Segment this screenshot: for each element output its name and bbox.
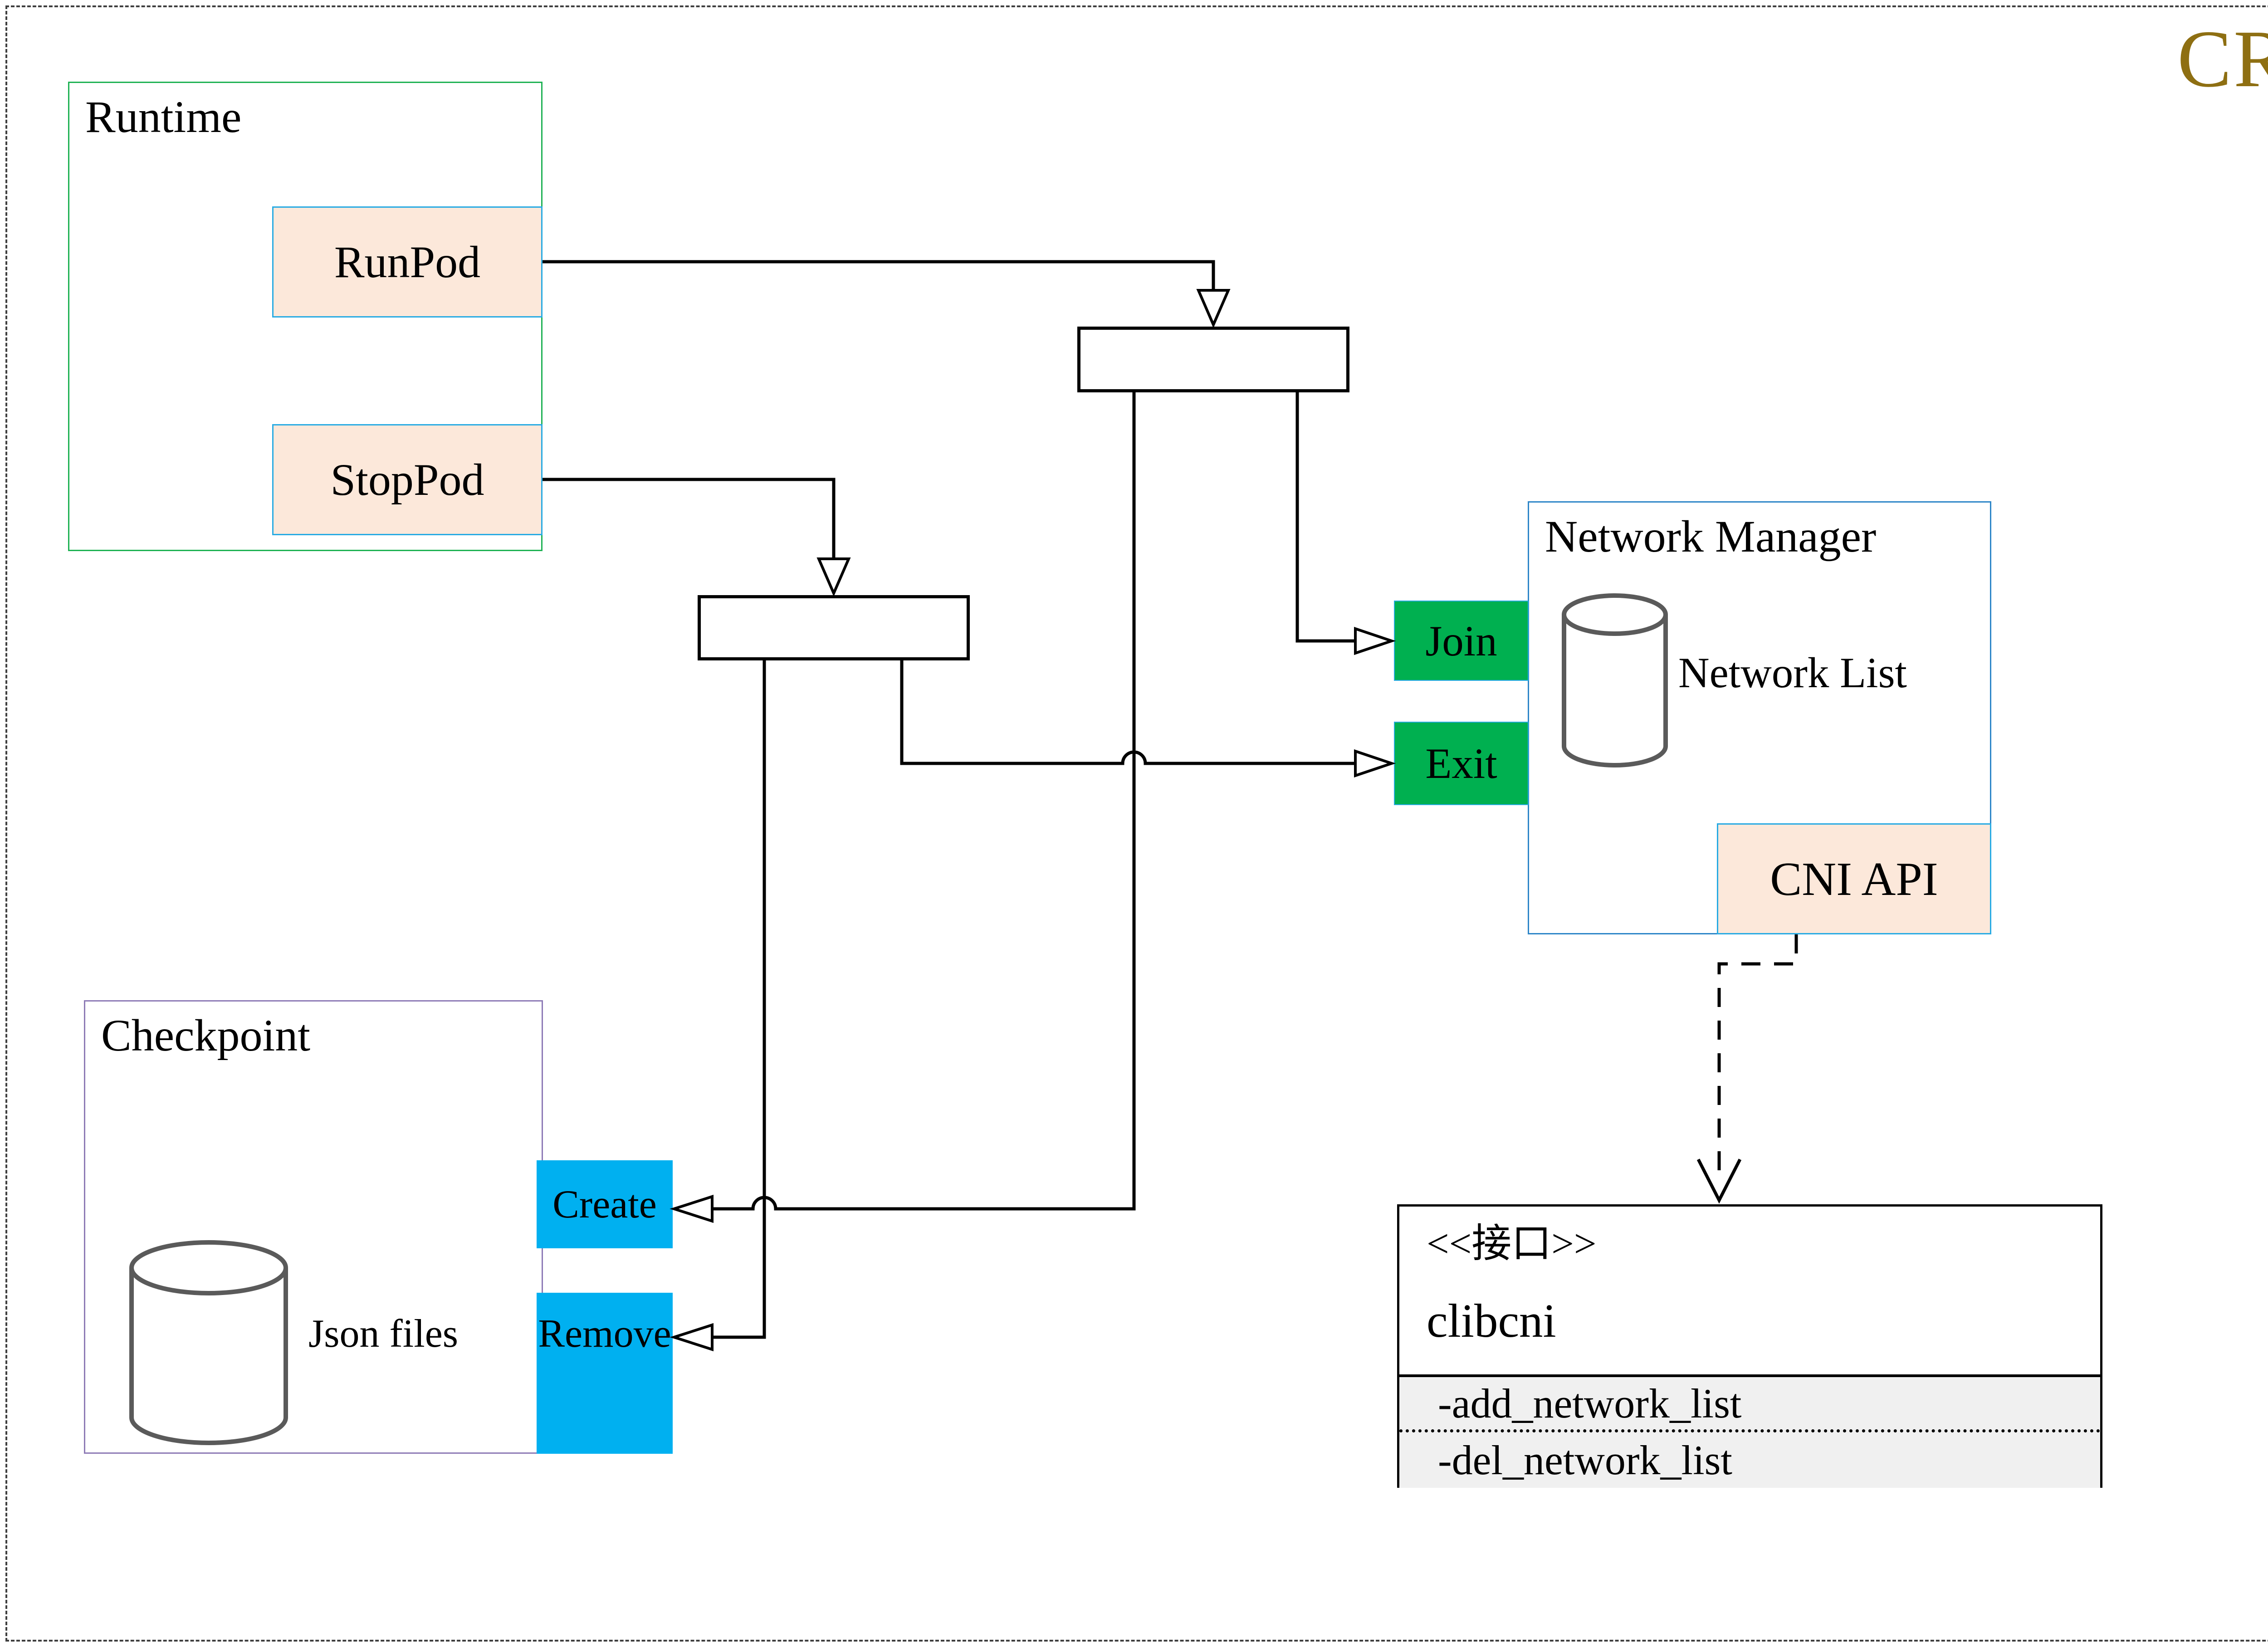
join-node: Join [1394, 601, 1529, 681]
network-list-label: Network List [1678, 649, 1907, 697]
junction-box-middle [698, 595, 970, 660]
json-files-label: Json files [308, 1312, 458, 1356]
runtime-title: Runtime [85, 92, 242, 142]
cni-api-label: CNI API [1770, 852, 1938, 905]
runtime-group: Runtime [68, 82, 543, 551]
clibcni-attributes: -add_network_list -del_network_list [1399, 1374, 2100, 1488]
clibcni-interface: <<接口>> clibcni -add_network_list -del_ne… [1397, 1204, 2102, 1488]
remove-node: Remove [537, 1293, 673, 1454]
network-manager-title: Network Manager [1545, 511, 1877, 562]
runpod-node: RunPod [272, 206, 543, 318]
clibcni-method-del: -del_network_list [1438, 1437, 1732, 1483]
remove-label: Remove [538, 1312, 671, 1356]
runpod-label: RunPod [334, 237, 481, 287]
junction-box-top [1077, 327, 1349, 392]
diagram-title: CRI [2177, 14, 2268, 104]
checkpoint-group: Checkpoint [84, 1000, 543, 1454]
exit-label: Exit [1425, 739, 1497, 787]
stoppod-label: StopPod [330, 455, 484, 505]
diagram-dashed-border [5, 5, 2268, 1642]
checkpoint-title: Checkpoint [101, 1010, 311, 1061]
create-label: Create [552, 1182, 657, 1227]
clibcni-name: clibcni [1427, 1294, 1556, 1347]
cni-api-node: CNI API [1717, 823, 1991, 934]
stoppod-node: StopPod [272, 424, 543, 535]
clibcni-header: <<接口>> clibcni [1399, 1207, 2100, 1374]
clibcni-method-add: -add_network_list [1399, 1377, 2100, 1432]
join-label: Join [1425, 616, 1497, 665]
clibcni-stereotype: <<接口>> [1427, 1222, 1597, 1266]
create-node: Create [537, 1160, 673, 1248]
exit-node: Exit [1394, 722, 1529, 805]
